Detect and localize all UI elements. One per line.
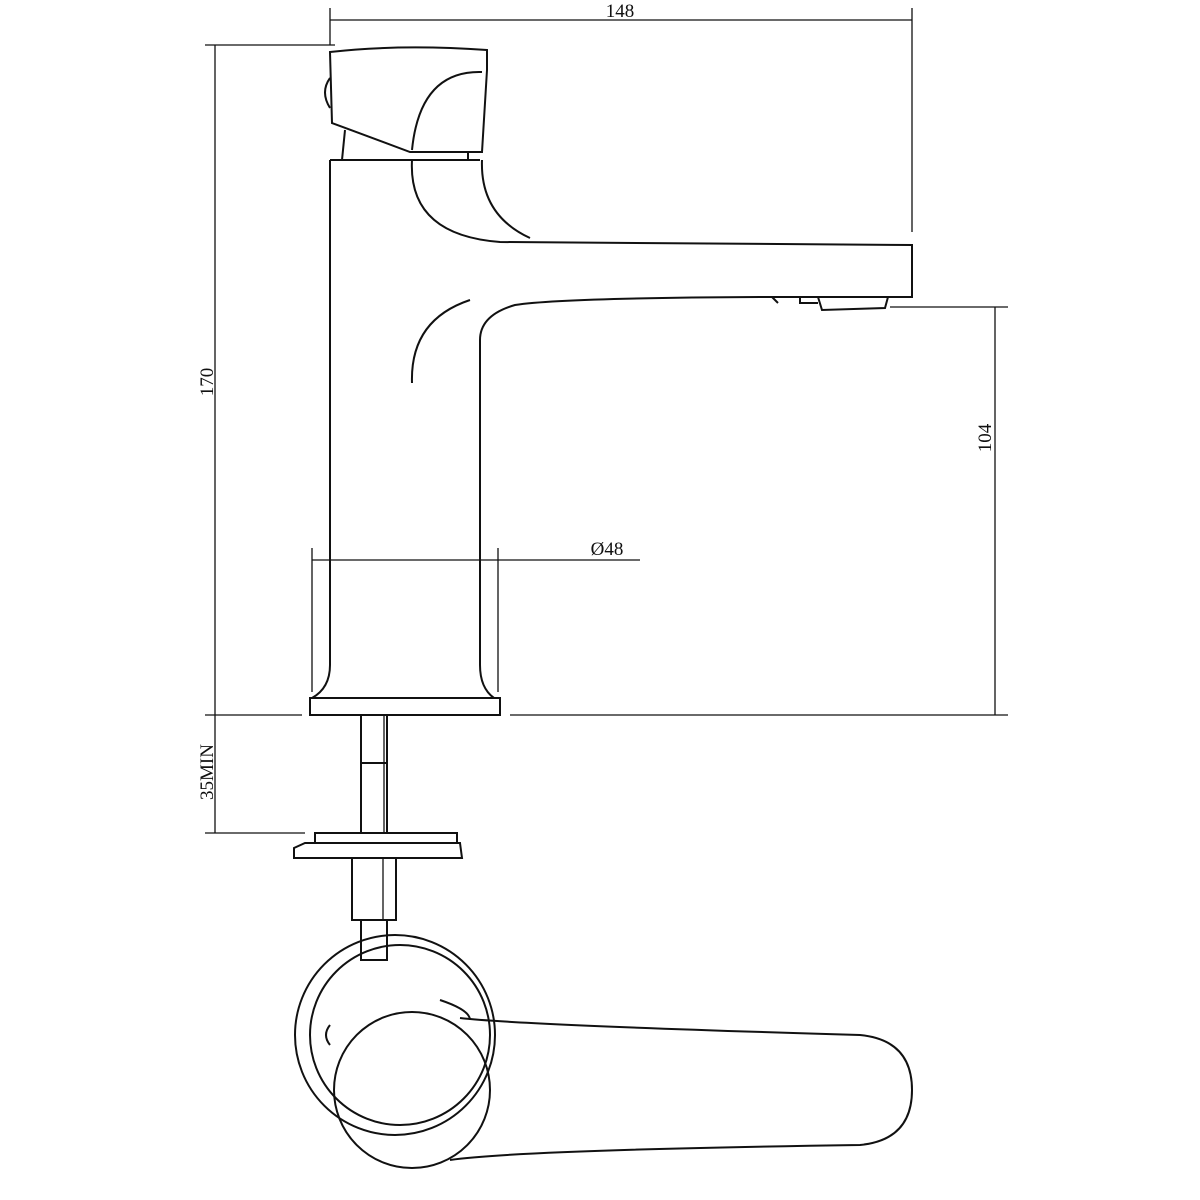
spout-height-label: 104 [975, 423, 996, 452]
width-label: 148 [606, 1, 635, 22]
height-label: 170 [197, 368, 218, 397]
faucet-top-view [294, 934, 914, 1169]
height-dimension: 170 [197, 44, 335, 716]
spout [410, 159, 913, 341]
diameter-dimension: Ø48 [311, 539, 640, 692]
mounting-label: 35MIN [197, 744, 218, 800]
spout-height-dimension: 104 [510, 306, 1008, 716]
mounting-dimension: 35MIN [197, 715, 305, 834]
handle [328, 46, 488, 153]
mounting-shank [293, 714, 464, 961]
base-plate [309, 697, 501, 716]
width-dimension: 148 [329, 1, 913, 232]
diameter-label: Ø48 [591, 539, 624, 560]
faucet-side-view [293, 46, 913, 961]
lever [449, 1017, 914, 1161]
